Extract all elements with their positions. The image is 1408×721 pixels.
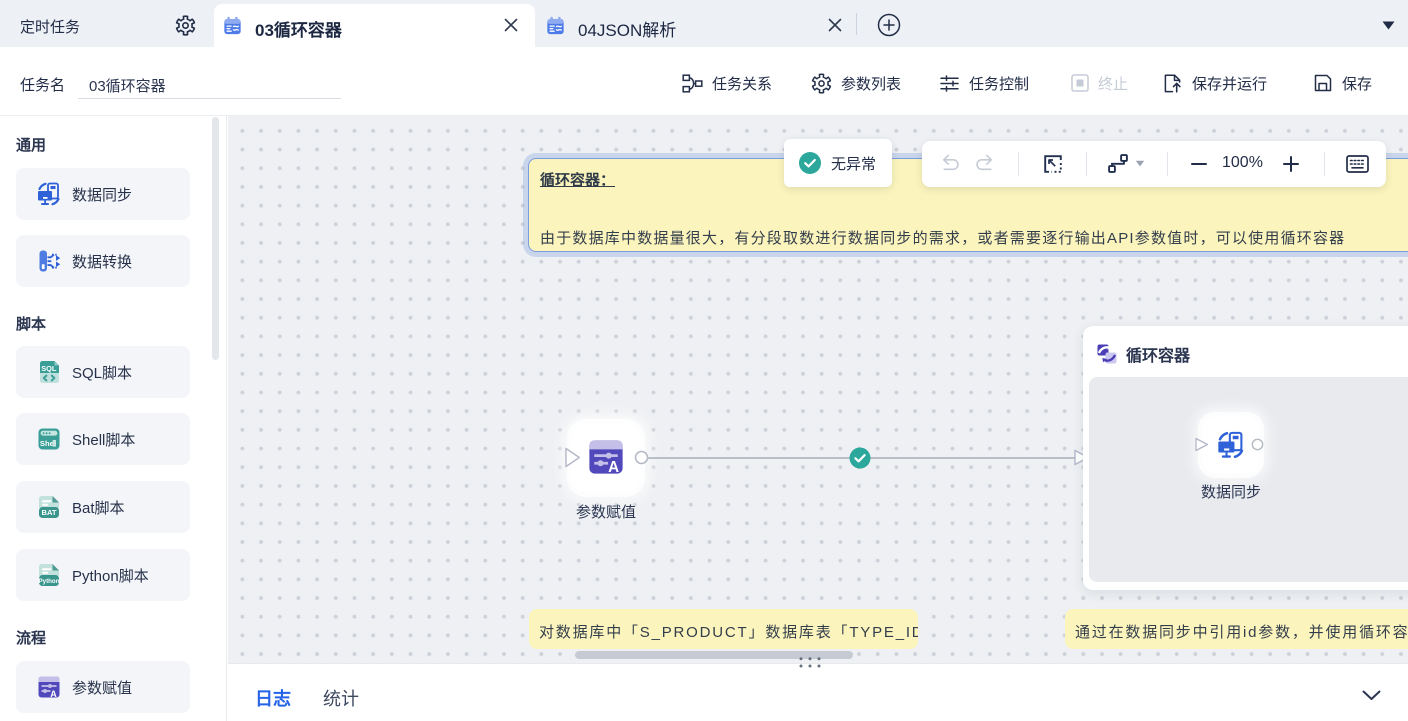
svg-text:Python: Python <box>39 578 60 585</box>
svg-text:A: A <box>50 689 57 699</box>
svg-text:A: A <box>608 459 619 475</box>
svg-text:Shel: Shel <box>40 439 56 448</box>
svg-text:SQL: SQL <box>41 364 57 373</box>
svg-text:BAT: BAT <box>41 508 56 517</box>
